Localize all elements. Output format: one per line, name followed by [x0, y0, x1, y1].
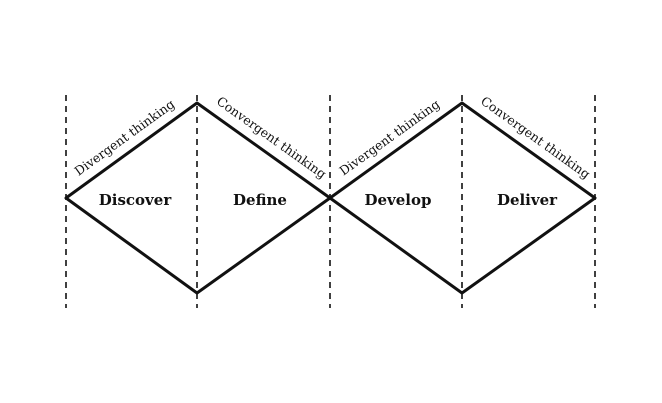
- edge-label-divergent-2: Divergent thinking: [336, 96, 442, 178]
- diamond-2: [328, 101, 597, 295]
- phase-label-discover: Discover: [99, 191, 173, 209]
- edge-label-divergent-1: Divergent thinking: [72, 96, 178, 178]
- phase-label-define: Define: [233, 191, 287, 209]
- phase-label-deliver: Deliver: [497, 191, 558, 209]
- stage-dividers: [65, 95, 596, 308]
- edge-label-convergent-2: Convergent thinking: [478, 93, 593, 181]
- edge-label-convergent-1: Convergent thinking: [214, 93, 329, 181]
- phase-label-develop: Develop: [364, 191, 431, 209]
